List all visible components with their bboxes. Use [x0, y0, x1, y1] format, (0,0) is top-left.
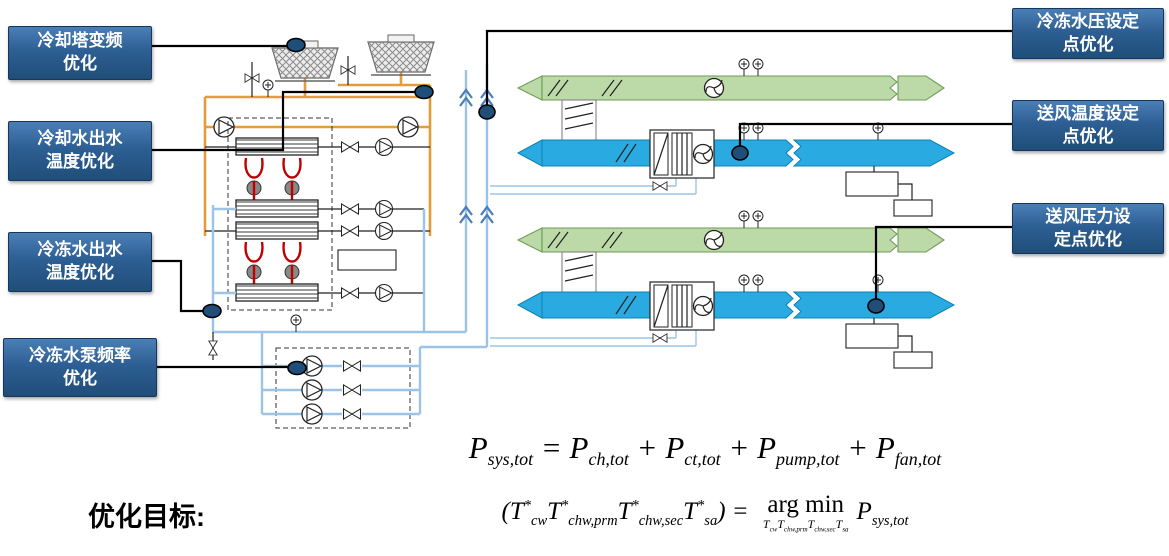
- anchor-marker: [867, 298, 885, 314]
- pump-icon: [374, 137, 394, 157]
- pump-icon: [374, 199, 394, 219]
- valve-icon: [342, 360, 362, 372]
- refrigerant-loop: [244, 241, 302, 263]
- valve-icon: [340, 287, 360, 299]
- chw-pump-icon: [301, 379, 323, 401]
- anchor-marker: [202, 303, 222, 319]
- chiller-plant: [203, 34, 495, 429]
- drain-valve-icon: [208, 340, 218, 356]
- valve-icon: [340, 141, 360, 153]
- pump-icon: [374, 283, 394, 303]
- callout-label: 冷却水出水 温度优化: [37, 129, 123, 171]
- valve-icon: [340, 203, 360, 215]
- air-handling-system-1: [490, 59, 954, 216]
- valve-icon: [340, 225, 360, 237]
- sensor-icon: [290, 314, 302, 333]
- evaporator-icon: [235, 283, 319, 302]
- callout-cw-outlet-temp: 冷却水出水 温度优化: [8, 121, 152, 181]
- condenser-pump-icon: [213, 116, 235, 138]
- air-handling-system-2: [490, 211, 954, 368]
- chiller-1: [235, 137, 319, 218]
- pump-icon: [374, 221, 394, 241]
- chiller-enclosure: [227, 117, 333, 311]
- callout-chw-pump-freq: 冷冻水泵频率 优化: [3, 338, 157, 397]
- condenser-icon: [235, 221, 319, 240]
- evaporator-icon: [235, 199, 319, 218]
- chw-pump-icon: [301, 403, 323, 425]
- callout-label: 冷冻水出水 温度优化: [37, 240, 123, 282]
- anchor-marker: [731, 145, 749, 161]
- callout-label: 冷冻水压设定 点优化: [1037, 11, 1139, 54]
- sensor-icon: [262, 79, 274, 98]
- equation-power-balance: Psys,tot = Pch,tot + Pct,tot + Ppump,tot…: [468, 430, 942, 470]
- callout-chw-outlet-temp: 冷冻水出水 温度优化: [8, 232, 152, 292]
- condenser-water-pipes: [203, 70, 432, 236]
- chiller-2: [235, 221, 319, 302]
- cooling-tower-2: [367, 34, 435, 76]
- callout-label: 冷冻水泵频率 优化: [29, 345, 131, 388]
- callout-label: 送风压力设 定点优化: [1045, 206, 1131, 249]
- anchor-marker: [414, 84, 434, 100]
- anchor-marker: [478, 104, 496, 120]
- callout-cooling-tower-vfd: 冷却塔变频 优化: [8, 26, 152, 80]
- valve-icon: [342, 408, 362, 420]
- objective-label: 优化目标:: [88, 502, 205, 532]
- refrigerant-loop: [244, 157, 302, 179]
- callout-supply-air-pressure-setpoint: 送风压力设 定点优化: [1012, 203, 1164, 254]
- bypass-box: [337, 249, 397, 271]
- callout-label: 冷却塔变频 优化: [37, 31, 123, 73]
- callout-supply-air-temp-setpoint: 送风温度设定 点优化: [1012, 100, 1164, 151]
- anchor-marker: [287, 360, 307, 376]
- valve-icon: [342, 384, 362, 396]
- callout-label: 送风温度设定 点优化: [1037, 103, 1139, 146]
- callout-connectors: [148, 29, 1014, 376]
- pump-group-enclosure: [275, 347, 411, 429]
- chilled-water-pipes: [211, 64, 489, 414]
- condenser-pump-icon: [397, 116, 419, 138]
- anchor-marker: [286, 37, 306, 53]
- condenser-icon: [235, 137, 319, 156]
- callout-chw-pressure-setpoint: 冷冻水压设定 点优化: [1012, 8, 1164, 59]
